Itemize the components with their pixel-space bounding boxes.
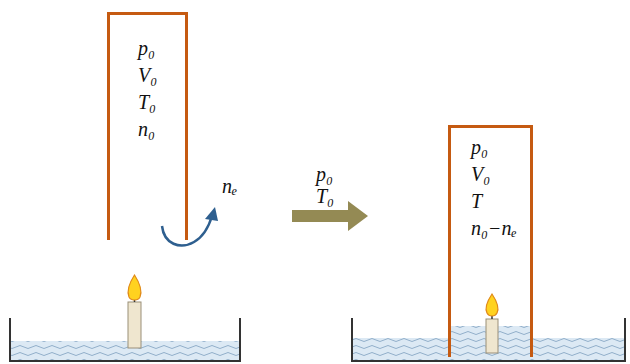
tray	[352, 318, 625, 361]
state-variable: T	[471, 188, 530, 215]
ambient-label: p₀	[316, 162, 333, 186]
candle	[128, 302, 141, 348]
state-variable: p₀	[138, 35, 185, 62]
arrow-head	[205, 207, 218, 221]
state-variable: n₀−nₑ	[471, 215, 530, 242]
state-variable: n₀	[138, 116, 185, 143]
tray	[10, 318, 240, 361]
candle	[486, 319, 498, 353]
state-variable: V₀	[471, 161, 530, 188]
flame	[486, 294, 498, 316]
state-variable: p₀	[471, 134, 530, 161]
water	[11, 341, 239, 361]
gas-container: p₀V₀T₀n₀	[107, 12, 188, 240]
outflow-label: nₑ	[222, 174, 237, 198]
ambient-label: T₀	[316, 184, 334, 208]
gas-container: p₀V₀Tn₀−nₑ	[448, 125, 533, 357]
flame	[128, 275, 141, 300]
state-variable: T₀	[138, 89, 185, 116]
state-variable: V₀	[138, 62, 185, 89]
